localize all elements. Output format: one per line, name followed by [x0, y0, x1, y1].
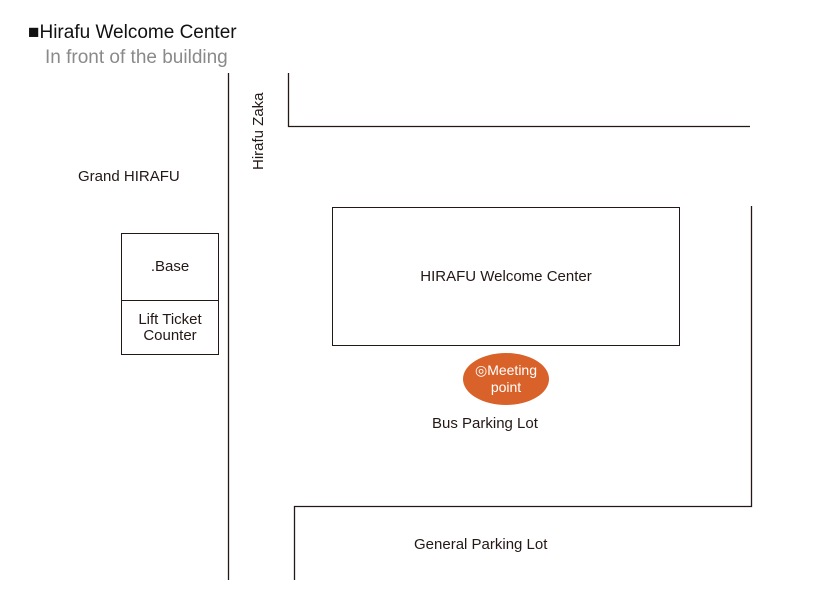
base-label: .Base — [150, 258, 190, 275]
label-general-parking: General Parking Lot — [414, 536, 548, 553]
page-subtitle: In front of the building — [45, 47, 228, 68]
building-base: .Base — [121, 233, 219, 301]
lift-ticket-label: Lift Ticket — [138, 310, 202, 328]
page-title: ■Hirafu Welcome Center — [28, 22, 237, 44]
meeting-point-line1: ◎Meeting — [474, 362, 538, 378]
welcome-center-label: HIRAFU Welcome Center — [420, 267, 592, 285]
title-marker: ■ — [28, 22, 40, 43]
meeting-point-marker: ◎Meeting point — [463, 353, 549, 405]
road-upper — [287, 73, 750, 128]
label-hirafu-zaka: Hirafu Zaka — [250, 92, 267, 170]
title-text: Hirafu Welcome Center — [39, 22, 237, 43]
label-bus-parking: Bus Parking Lot — [432, 415, 538, 432]
road-right — [293, 206, 753, 580]
building-welcome-center: HIRAFU Welcome Center — [332, 207, 680, 346]
meeting-point-line2: point — [490, 379, 522, 395]
label-grand-hirafu: Grand HIRAFU — [78, 168, 180, 185]
counter-label: Counter — [143, 326, 197, 344]
